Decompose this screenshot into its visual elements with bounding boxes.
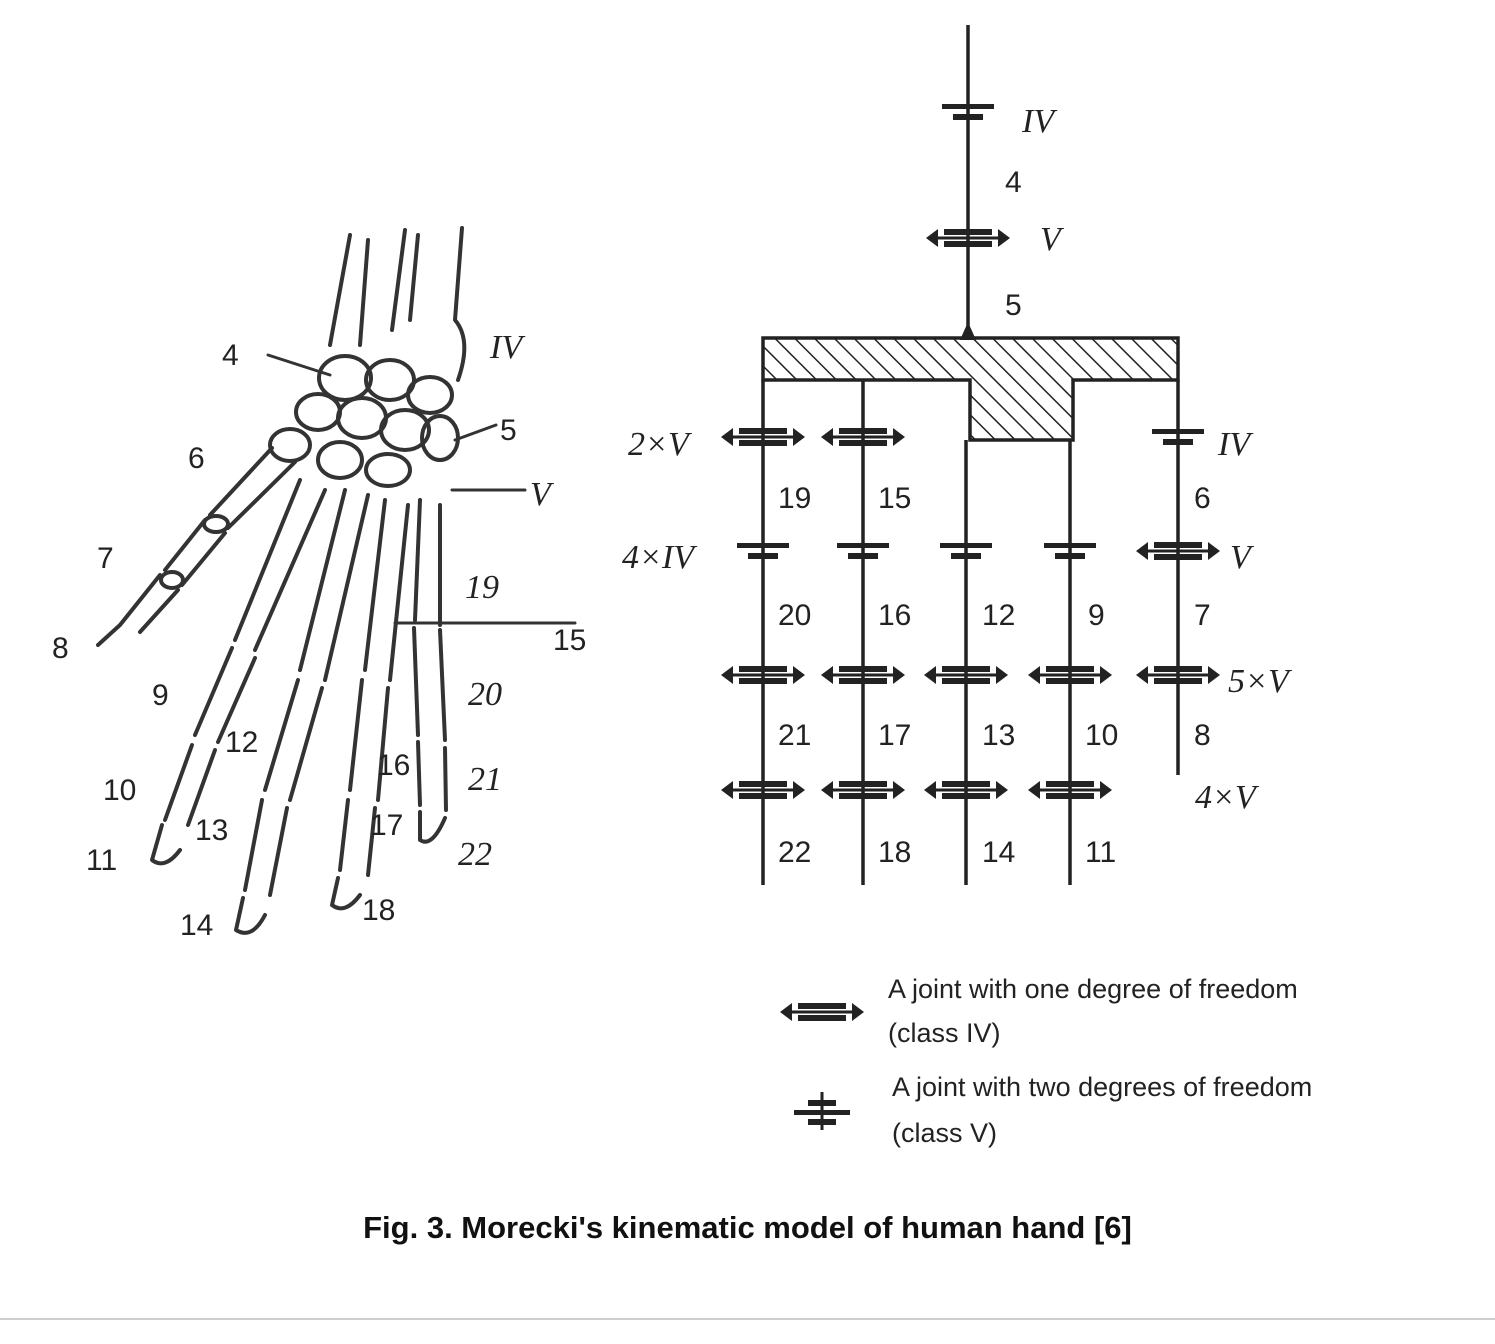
- palm-body: [761, 336, 1180, 442]
- scheme-label-second-class: V: [1040, 221, 1065, 258]
- joint-class-iv-top: [924, 227, 1012, 249]
- joint-row3-d: [1026, 664, 1114, 686]
- figure-caption: Fig. 3. Morecki's kinematic model of hum…: [363, 1210, 1132, 1245]
- scheme-label-row2-mult: 4×IV: [622, 539, 698, 576]
- hand-label-11: 11: [86, 844, 117, 877]
- hand-label-21: 21: [468, 761, 502, 798]
- link-12: 12: [982, 599, 1015, 632]
- link-13: 13: [982, 719, 1015, 752]
- hand-label-22: 22: [458, 836, 492, 873]
- link-19: 19: [778, 482, 811, 515]
- hand-label-12: 12: [225, 726, 258, 759]
- legend: A joint with one degree of freedom (clas…: [778, 974, 1312, 1148]
- joint-row1-a: [719, 426, 807, 448]
- joint-row4-d: [1026, 779, 1114, 801]
- joint-row4-a: [719, 779, 807, 801]
- kinematic-scheme: IV 4 V 5 2×V IV 4×IV V 5×V 4×V 19 15 6 2…: [622, 25, 1293, 885]
- legend-2-line2: (class V): [892, 1118, 997, 1148]
- hand-label-9: 9: [152, 679, 169, 712]
- hand-label-18: 18: [362, 894, 395, 927]
- joint-one-dof-icon: [778, 1001, 866, 1023]
- hand-label-8: 8: [52, 632, 69, 665]
- link-11: 11: [1085, 836, 1116, 869]
- hand-label-7: 7: [97, 542, 114, 575]
- link-16: 16: [878, 599, 911, 632]
- joint-row3-b: [819, 664, 907, 686]
- scheme-label-row4-right: 4×V: [1195, 779, 1260, 816]
- hand-label-V: V: [530, 476, 555, 513]
- link-6: 6: [1194, 482, 1211, 515]
- hand-label-17: 17: [370, 809, 403, 842]
- scheme-label-row1-right: IV: [1217, 426, 1254, 463]
- hand-label-16: 16: [377, 749, 410, 782]
- hand-label-20: 20: [468, 676, 502, 713]
- joint-row3-e: [1134, 664, 1222, 686]
- link-14: 14: [982, 836, 1015, 869]
- scheme-label-link-4: 4: [1005, 166, 1022, 199]
- hand-label-6: 6: [188, 442, 205, 475]
- joint-row4-b: [819, 779, 907, 801]
- kinematic-figure: 4 IV 5 V 6 7 8 9 10 11 12 13 14 15 16 17…: [52, 25, 1312, 1148]
- link-22: 22: [778, 836, 811, 869]
- legend-1-line2: (class IV): [888, 1018, 1001, 1048]
- hand-label-19: 19: [465, 569, 499, 606]
- link-8: 8: [1194, 719, 1211, 752]
- hand-label-15: 15: [553, 624, 586, 657]
- joint-row1-b: [819, 426, 907, 448]
- hand-labels: 4 IV 5 V 6 7 8 9 10 11 12 13 14 15 16 17…: [52, 329, 586, 942]
- link-7: 7: [1194, 599, 1211, 632]
- hand-label-4: 4: [222, 339, 239, 372]
- scheme-label-row2-right: V: [1230, 539, 1255, 576]
- scheme-label-row3-right: 5×V: [1228, 663, 1293, 700]
- joint-row3-a: [719, 664, 807, 686]
- scheme-link-numbers: 19 15 6 20 16 12 9 7 21 17 13 10 8 22 18…: [778, 482, 1211, 869]
- joint-row4-c: [922, 779, 1010, 801]
- hand-label-13: 13: [195, 814, 228, 847]
- joint-two-dof-icon: [794, 1092, 850, 1130]
- scheme-label-top-class: IV: [1021, 103, 1058, 140]
- page-divider: [0, 1318, 1495, 1320]
- link-18: 18: [878, 836, 911, 869]
- link-17: 17: [878, 719, 911, 752]
- legend-2-line1: A joint with two degrees of freedom: [892, 1072, 1312, 1102]
- hand-label-5: 5: [500, 414, 517, 447]
- scheme-label-link-5: 5: [1005, 289, 1022, 322]
- joint-row2-e: [1134, 540, 1222, 562]
- link-10: 10: [1085, 719, 1118, 752]
- scheme-label-row1-mult: 2×V: [628, 426, 693, 463]
- hand-label-14: 14: [180, 909, 213, 942]
- hand-skeleton-sketch: [96, 226, 577, 935]
- legend-1-line1: A joint with one degree of freedom: [888, 974, 1298, 1004]
- link-21: 21: [778, 719, 811, 752]
- joint-row3-c: [922, 664, 1010, 686]
- link-15: 15: [878, 482, 911, 515]
- hand-label-IV: IV: [489, 329, 526, 366]
- link-9: 9: [1088, 599, 1105, 632]
- link-20: 20: [778, 599, 811, 632]
- hand-label-10: 10: [103, 774, 136, 807]
